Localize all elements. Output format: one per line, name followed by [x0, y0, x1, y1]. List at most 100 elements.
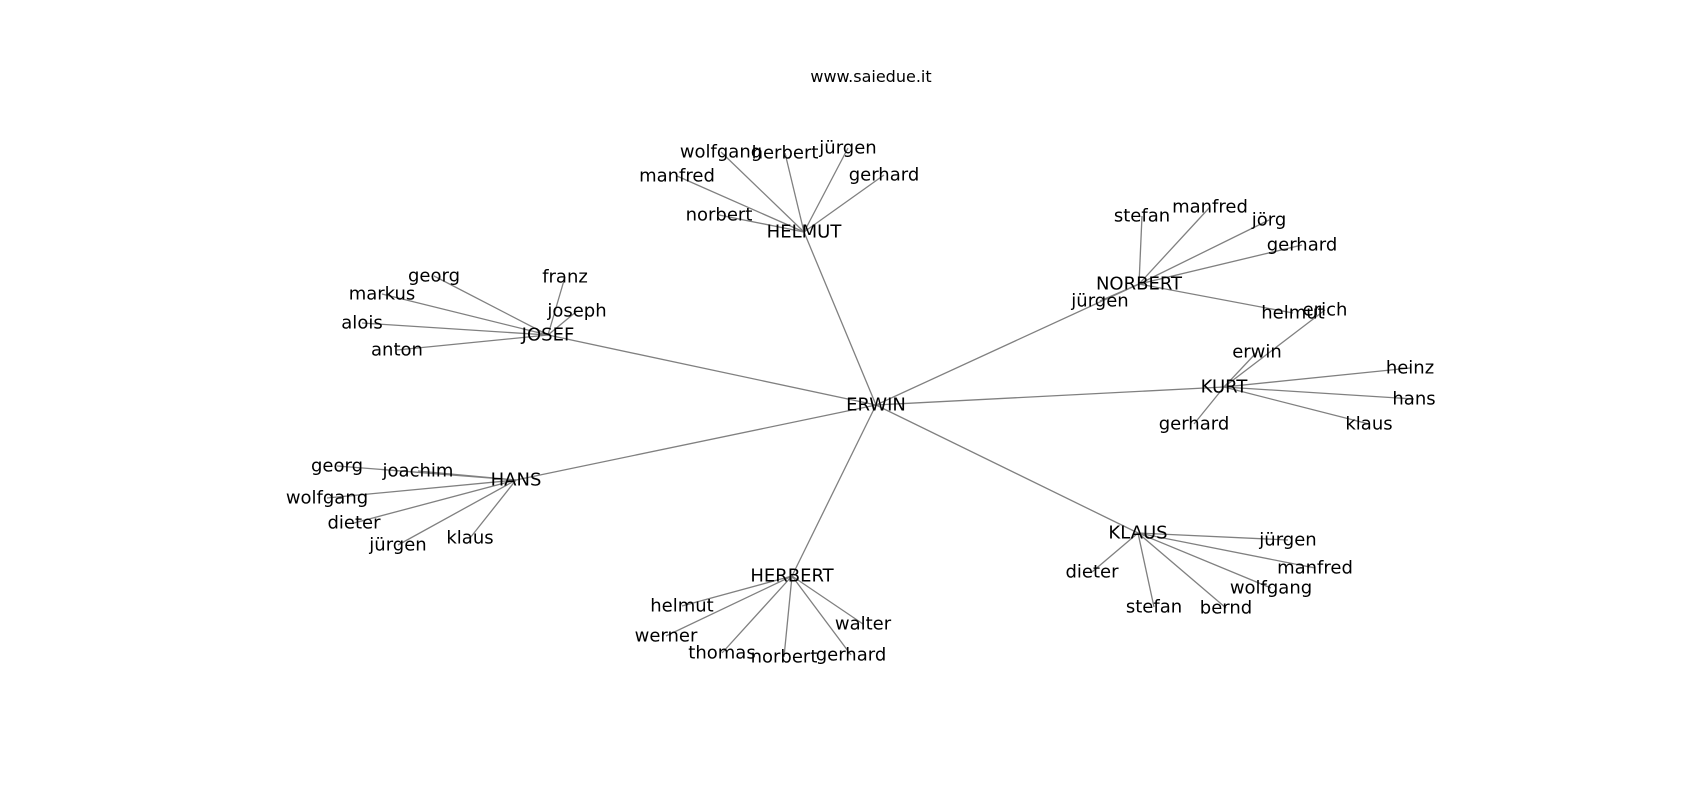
node-herbert-child-gerhard: gerhard: [816, 645, 887, 666]
edge-hans-jurgen: [397, 479, 517, 546]
edge-josef-joseph: [547, 310, 578, 336]
node-norbert-child-helmut: helmut: [1261, 303, 1324, 324]
edge-hans-wolfgang: [326, 479, 517, 499]
edge-kurt-erich: [1223, 309, 1326, 388]
edge-root-kurt: [875, 386, 1225, 406]
node-hans-child-klaus: klaus: [446, 528, 493, 549]
node-josef-child-franz: franz: [542, 267, 588, 288]
node-kurt-child-heinz: heinz: [1386, 358, 1434, 379]
node-klaus-child-jurgen: jürgen: [1258, 530, 1316, 551]
edge-josef-alois: [361, 322, 549, 336]
edge-herbert-walter: [791, 575, 864, 625]
node-josef-child-joseph: joseph: [546, 301, 606, 322]
edge-klaus-stefan: [1137, 532, 1155, 608]
node-helmut-child-norbert: norbert: [686, 205, 753, 226]
edge-helmut-manfred: [676, 175, 805, 233]
node-josef-child-markus: markus: [349, 284, 416, 305]
node-helmut-child-manfred: manfred: [639, 166, 715, 187]
edge-klaus-wolfgang: [1137, 532, 1272, 589]
node-hub-helmut: HELMUT: [767, 222, 843, 243]
node-klaus-child-wolfgang: wolfgang: [1230, 578, 1312, 599]
node-hans-child-jurgen: jürgen: [368, 535, 426, 556]
edge-kurt-gerhard: [1193, 386, 1225, 425]
edge-hans-klaus: [469, 479, 517, 539]
node-norbert-child-jorg: jörg: [1251, 210, 1287, 231]
node-norbert-child-gerhard: gerhard: [1267, 235, 1338, 256]
node-klaus-child-stefan: stefan: [1126, 597, 1182, 618]
node-root-erwin: ERWIN: [846, 395, 906, 416]
node-herbert-child-werner: werner: [635, 626, 698, 647]
node-helmut-child-gerhard: gerhard: [849, 165, 920, 186]
edge-kurt-erwin: [1223, 351, 1258, 388]
edge-helmut-herbert: [784, 152, 805, 233]
edge-klaus-bernd: [1137, 532, 1227, 609]
edge-root-hans: [515, 404, 877, 481]
edge-norbert-manfred: [1138, 206, 1211, 285]
node-josef-child-anton: anton: [371, 340, 423, 361]
node-hub-norbert: NORBERT: [1096, 274, 1183, 295]
node-hub-hans: HANS: [491, 470, 542, 491]
edge-helmut-norbert: [718, 214, 805, 233]
node-herbert-child-helmut: helmut: [650, 596, 713, 617]
edge-josef-markus: [381, 293, 549, 336]
edge-herbert-helmut: [681, 575, 793, 607]
node-hub-herbert: HERBERT: [750, 566, 834, 587]
node-helmut-child-wolfgang: wolfgang: [680, 142, 762, 163]
node-norbert-child-manfred: manfred: [1172, 197, 1248, 218]
node-hub-josef: JOSEF: [521, 325, 575, 346]
node-hans-child-joachim: joachim: [382, 461, 454, 482]
node-helmut-child-herbert: herbert: [752, 143, 819, 164]
edges-layer: [326, 147, 1415, 658]
edge-norbert-helmut: [1138, 283, 1294, 314]
node-kurt-child-erich: erich: [1303, 300, 1348, 321]
node-kurt-child-erwin: erwin: [1232, 342, 1282, 363]
edge-herbert-norbert: [783, 575, 793, 658]
node-norbert-child-stefan: stefan: [1114, 206, 1170, 227]
edge-kurt-klaus: [1223, 386, 1370, 425]
node-kurt-child-hans: hans: [1392, 389, 1435, 410]
edge-norbert-gerhard: [1138, 244, 1303, 285]
edge-helmut-jurgen: [803, 147, 849, 233]
node-klaus-child-manfred: manfred: [1277, 558, 1353, 579]
node-klaus-child-dieter: dieter: [1065, 562, 1119, 583]
edge-klaus-manfred: [1137, 532, 1316, 569]
edge-helmut-gerhard: [803, 174, 885, 233]
edge-hans-joachim: [417, 470, 517, 481]
node-norbert-child-jurgen: jürgen: [1070, 291, 1128, 312]
edge-josef-georg: [433, 275, 549, 336]
edge-root-herbert: [791, 404, 877, 577]
node-herbert-child-walter: walter: [835, 614, 892, 635]
edge-norbert-jurgen: [1099, 283, 1140, 302]
node-kurt-child-gerhard: gerhard: [1159, 414, 1230, 435]
edge-root-josef: [547, 334, 877, 406]
edge-klaus-dieter: [1091, 532, 1139, 573]
edge-norbert-stefan: [1138, 215, 1143, 285]
node-klaus-child-bernd: bernd: [1200, 598, 1252, 619]
edge-herbert-werner: [665, 575, 793, 637]
edge-root-klaus: [875, 404, 1139, 534]
node-herbert-child-thomas: thomas: [688, 643, 755, 664]
edge-norbert-jorg: [1138, 219, 1270, 285]
node-hans-child-georg: georg: [311, 456, 363, 477]
edge-herbert-thomas: [721, 575, 793, 654]
node-hans-child-wolfgang: wolfgang: [286, 488, 368, 509]
node-hub-klaus: KLAUS: [1108, 523, 1167, 544]
node-helmut-child-jurgen: jürgen: [818, 138, 876, 159]
node-josef-child-georg: georg: [408, 266, 460, 287]
edge-hans-dieter: [353, 479, 517, 524]
node-kurt-child-klaus: klaus: [1345, 414, 1392, 435]
edge-klaus-jurgen: [1137, 532, 1289, 541]
edge-josef-franz: [547, 276, 566, 336]
diagram-title: www.saiedue.it: [810, 67, 931, 86]
edge-josef-anton: [396, 334, 549, 351]
node-herbert-child-norbert: norbert: [751, 647, 818, 668]
node-hans-child-dieter: dieter: [327, 513, 381, 534]
edge-herbert-gerhard: [791, 575, 852, 656]
node-hub-kurt: KURT: [1201, 377, 1249, 398]
edge-helmut-wolfgang: [720, 151, 805, 233]
edge-kurt-heinz: [1223, 367, 1411, 388]
edge-kurt-hans: [1223, 386, 1415, 400]
edge-root-helmut: [803, 231, 877, 406]
